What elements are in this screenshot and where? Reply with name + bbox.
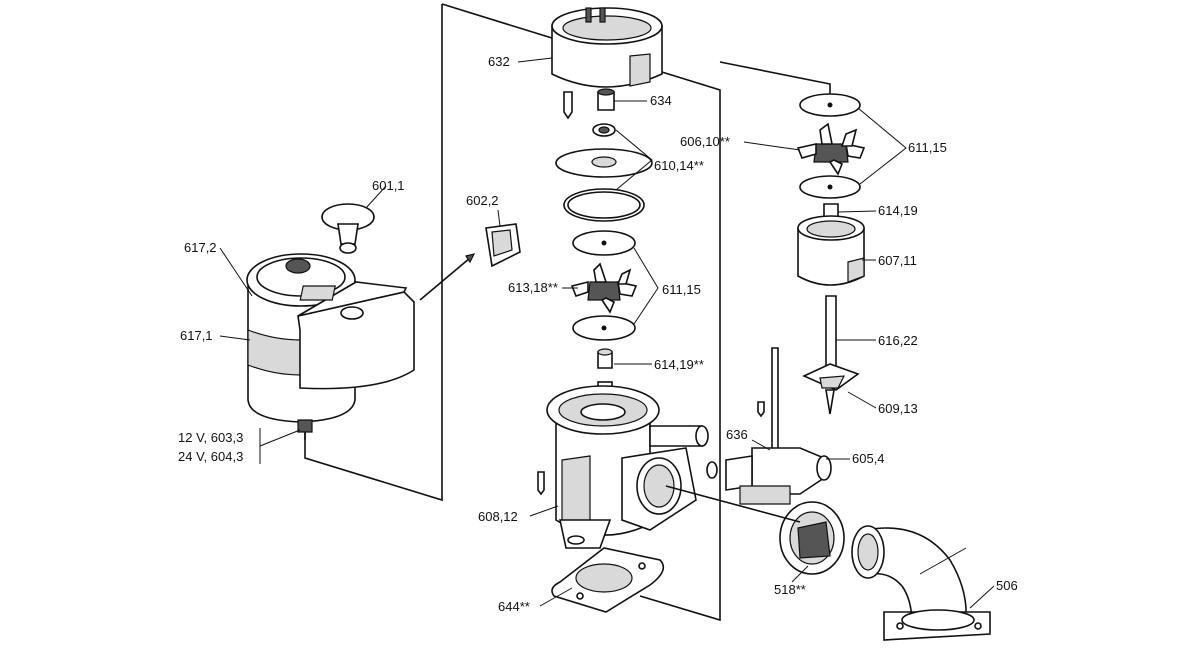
label-605-4: 605,4 [852,451,885,466]
label-607-11: 607,11 [878,253,917,268]
pump-body [537,381,709,549]
impeller-housing [797,215,865,286]
shaft-part [802,295,860,415]
label-24v-604-3: 24 V, 604,3 [178,449,243,464]
label-611-15-top: 611,15 [908,140,947,155]
label-608-12: 608,12 [478,509,518,524]
label-611-15-mid: 611,15 [662,282,701,297]
label-614-19-mid: 614,19** [654,357,704,372]
callout-labels: 632 634 610,14** 606,10** 611,15 614,19 … [178,54,1018,614]
cover-part [551,7,663,88]
label-606-10: 606,10** [680,134,730,149]
label-610-14: 610,14** [654,158,704,173]
label-616-22: 616,22 [878,333,918,348]
leader-lines [219,57,995,609]
label-602-2: 602,2 [466,193,499,208]
label-613-18: 613,18** [508,280,558,295]
valve-part [706,347,832,505]
label-617-2: 617,2 [184,240,217,255]
label-636: 636 [726,427,748,442]
label-634: 634 [650,93,672,108]
label-518: 518** [774,582,806,597]
label-614-19-top: 614,19 [878,203,918,218]
impeller-assembly-right [796,93,866,221]
screw-and-nut [563,88,615,120]
flap-valve-part [665,485,845,575]
label-609-13: 609,13 [878,401,918,416]
label-12v-603-3: 12 V, 603,3 [178,430,243,445]
seal-and-oring [555,123,653,222]
switch-part [419,223,521,301]
motor-housing [246,253,415,440]
elbow-fitting [851,525,991,641]
label-506: 506 [996,578,1018,593]
label-644: 644** [498,599,530,614]
gasket-part [551,547,665,613]
label-632: 632 [488,54,510,69]
knob-part [321,203,375,254]
label-617-1: 617,1 [180,328,213,343]
impeller-assembly-center [570,230,638,369]
label-601-1: 601,1 [372,178,405,193]
